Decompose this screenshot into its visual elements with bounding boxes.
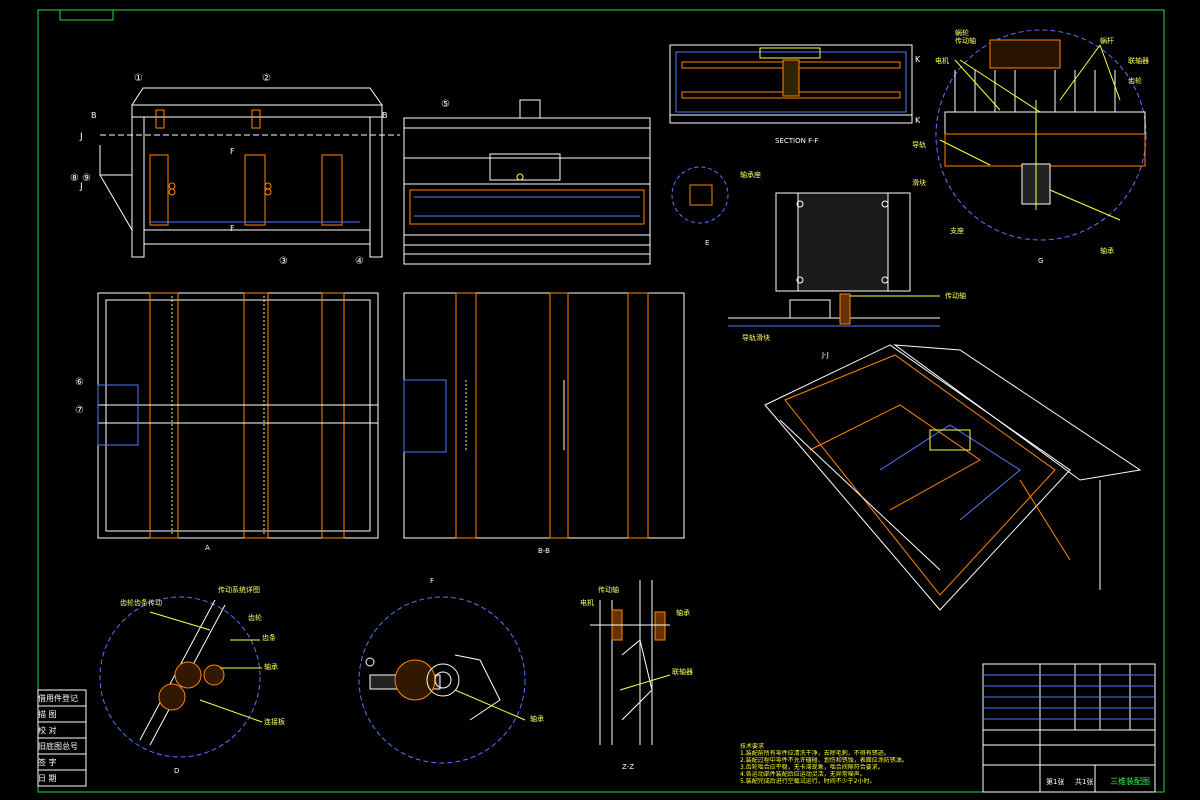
detail-g-view	[935, 29, 1147, 241]
callout-zz-3: 电机	[580, 599, 594, 607]
callout-g-2: 蜗杆	[1100, 37, 1114, 45]
title-block-name: 三维装配图	[1110, 777, 1150, 786]
balloon-6: ⑥	[75, 377, 84, 388]
view-label-d: D	[174, 767, 180, 775]
strip-label-signature: 签 字	[38, 758, 57, 767]
callout-zz-2: 联轴器	[672, 668, 693, 676]
callout-d-5: 连接板	[264, 718, 285, 726]
cut-mark-b-left: B	[91, 111, 97, 120]
callout-d-title: 传动系统详图	[218, 586, 260, 594]
front-view	[99, 87, 400, 258]
callout-g-7: 滑块	[912, 179, 926, 187]
callout-g-3: 联轴器	[1128, 57, 1149, 65]
left-revision-strip	[37, 689, 87, 787]
callout-g-4: 电机	[935, 57, 949, 65]
view-label-e: E	[705, 239, 710, 247]
note-line-1: 1.装配前所有零件应清洗干净，去除毛刺，不得有锈迹。	[740, 750, 890, 757]
view-label-zz: Z-Z	[622, 763, 634, 771]
callout-d-4: 轴承	[264, 663, 278, 671]
balloon-9: ⑨	[82, 173, 91, 184]
strip-label-tracing: 描 图	[38, 710, 57, 719]
view-label-a: A	[205, 544, 210, 552]
callout-g-6: 导轨	[912, 141, 926, 149]
cut-mark-k-bottom: K	[915, 116, 921, 125]
view-label-f: F	[430, 577, 435, 585]
cut-mark-j-bottom: J	[80, 182, 83, 192]
balloon-4: ④	[355, 256, 364, 267]
balloon-1: ①	[134, 73, 143, 84]
callout-g-8: 支座	[950, 227, 964, 235]
note-line-5: 5.装配完成后进行空载试运行，时间不少于2小时。	[740, 778, 876, 785]
title-block	[982, 663, 1156, 793]
section-bb-view	[403, 292, 685, 539]
title-block-sheet: 第1张	[1046, 778, 1065, 786]
section-zz-view	[590, 580, 671, 745]
section-ff-view	[669, 44, 913, 124]
callout-d-2: 齿轮	[248, 614, 262, 622]
callout-zz-0: 传动轴	[598, 586, 619, 594]
callout-d-0: 齿轮齿条传动	[120, 599, 162, 607]
detail-d-view	[99, 596, 263, 758]
view-label-bb: B-B	[538, 547, 550, 555]
callout-g-0: 蜗轮	[955, 29, 969, 37]
note-line-3: 3.齿轮啮合应平稳，无卡滞现象，啮合间隙符合要求。	[740, 764, 884, 771]
strip-label-date: 日 期	[38, 774, 57, 783]
note-line-2: 2.装配过程中零件不允许磕碰、划伤和锈蚀，表面应涂防锈油。	[740, 757, 908, 764]
balloon-3: ③	[279, 256, 288, 267]
detail-f-view	[358, 596, 526, 764]
callout-g-5: 齿轮	[1128, 77, 1142, 85]
view-label-ff: SECTION F-F	[775, 137, 819, 145]
cut-mark-f-bottom: F	[230, 224, 235, 233]
center-detail	[671, 166, 940, 327]
balloon-2: ②	[262, 73, 271, 84]
balloon-8: ⑧	[70, 173, 79, 184]
balloon-7: ⑦	[75, 405, 84, 416]
balloon-5: ⑤	[441, 99, 450, 110]
cut-mark-j-top: J	[80, 132, 83, 142]
cut-mark-f-top: F	[230, 147, 235, 156]
plan-view-a	[97, 292, 379, 539]
callout-center-0: 轴承座	[740, 171, 761, 179]
callout-center-2: 导轨滑块	[742, 334, 770, 342]
strip-label-borrowed: 借用件登记	[38, 694, 78, 703]
view-label-jj: J-J	[822, 351, 829, 359]
side-view	[403, 99, 651, 265]
cut-mark-b-right: B	[382, 111, 388, 120]
callout-f-0: 轴承	[530, 715, 544, 723]
drawing-border	[37, 9, 1165, 793]
callout-zz-1: 轴承	[676, 609, 690, 617]
strip-label-old-number: 旧底图总号	[38, 742, 78, 751]
technical-notes: 技术要求 1.装配前所有零件应清洗干净，去除毛刺，不得有锈迹。 2.装配过程中零…	[740, 743, 970, 785]
callout-d-3: 齿条	[262, 634, 276, 642]
notes-title: 技术要求	[740, 743, 765, 750]
title-block-total: 共1张	[1075, 778, 1094, 786]
isometric-jj-view	[764, 344, 1142, 611]
callout-center-1: 传动轴	[945, 292, 966, 300]
note-line-4: 4.各运动部件装配后应运动灵活，无异常噪声。	[740, 771, 866, 778]
callout-g-1: 传动轴	[955, 37, 976, 45]
cut-mark-k-top: K	[915, 55, 921, 64]
strip-label-check: 校 对	[38, 726, 57, 735]
callout-g-9: 轴承	[1100, 247, 1114, 255]
view-label-g: G	[1038, 257, 1044, 265]
